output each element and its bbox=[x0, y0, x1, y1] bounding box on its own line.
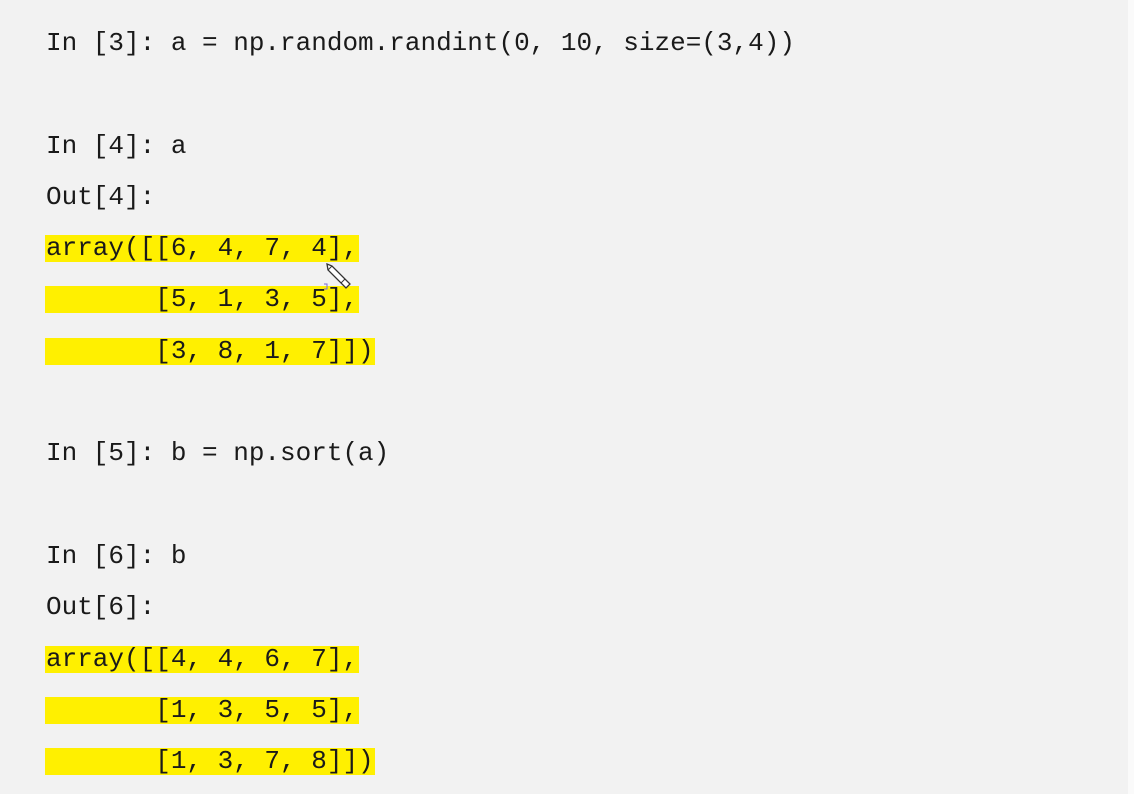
code-text: In [3]: a = np.random.randint(0, 10, siz… bbox=[46, 28, 795, 58]
blank-line bbox=[46, 480, 795, 531]
ipython-console: In [3]: a = np.random.randint(0, 10, siz… bbox=[45, 18, 795, 787]
array-a-row-3: [3, 8, 1, 7]]) bbox=[45, 326, 795, 377]
output-label: Out[6]: bbox=[46, 592, 156, 623]
input-line-3: In [3]: a = np.random.randint(0, 10, siz… bbox=[46, 18, 795, 69]
array-b-row-1: array([[4, 4, 6, 7], bbox=[45, 634, 795, 685]
array-b-row-3: [1, 3, 7, 8]]) bbox=[45, 736, 795, 787]
input-line-5: In [5]: b = np.sort(a) bbox=[46, 428, 795, 479]
window-edge bbox=[1128, 0, 1134, 794]
input-line-4: In [4]: a bbox=[46, 121, 795, 172]
highlighted-output: [1, 3, 7, 8]]) bbox=[45, 746, 375, 777]
output-label: Out[4]: bbox=[46, 181, 156, 212]
code-text: In [5]: b = np.sort(a) bbox=[46, 438, 390, 469]
highlighted-output: [3, 8, 1, 7]]) bbox=[45, 335, 375, 366]
output-label-4: Out[4]: bbox=[46, 172, 795, 223]
code-text: In [6]: b bbox=[46, 540, 187, 571]
input-line-6: In [6]: b bbox=[46, 531, 795, 582]
pencil-icon bbox=[324, 262, 351, 290]
highlighted-output: array([[4, 4, 6, 7], bbox=[45, 643, 360, 674]
code-text: In [4]: a bbox=[46, 130, 187, 161]
array-a-row-2: [5, 1, 3, 5], bbox=[45, 274, 795, 325]
highlighted-output: [5, 1, 3, 5], bbox=[45, 284, 360, 315]
highlighted-output: array([[6, 4, 7, 4], bbox=[45, 233, 360, 264]
output-label-6: Out[6]: bbox=[46, 582, 795, 633]
blank-line bbox=[46, 377, 795, 428]
highlighted-output: [1, 3, 5, 5], bbox=[45, 694, 360, 725]
array-b-row-2: [1, 3, 5, 5], bbox=[45, 685, 795, 736]
array-a-row-1: array([[6, 4, 7, 4], bbox=[45, 223, 795, 274]
blank-line bbox=[46, 69, 795, 120]
